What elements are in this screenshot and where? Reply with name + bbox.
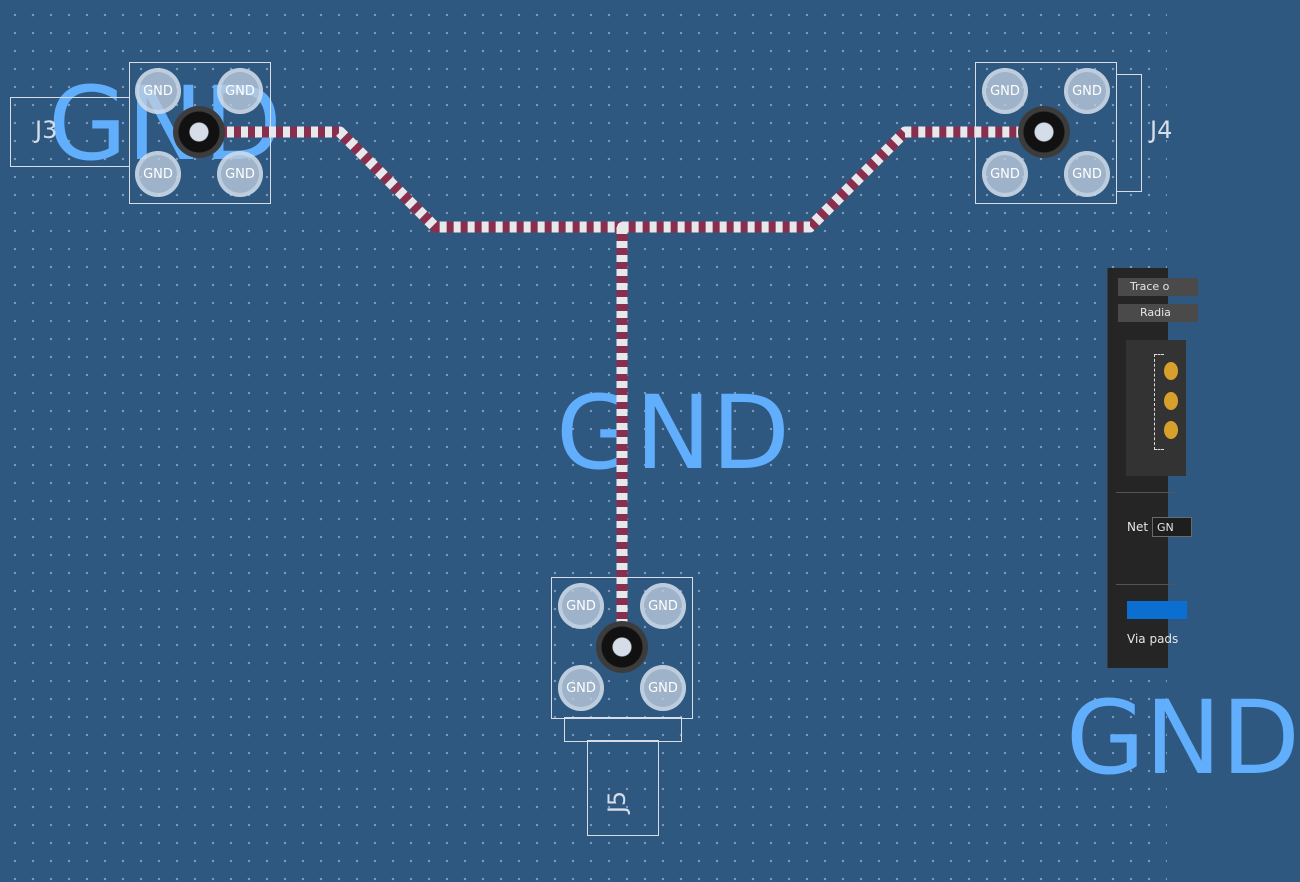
net-select[interactable]: GN [1152,517,1192,537]
trace-layer [199,126,1044,645]
via-j4[interactable] [1018,106,1070,158]
trace-main-base[interactable] [199,126,1044,233]
trace-button[interactable]: Trace o [1118,278,1198,296]
progress-bar [1127,601,1187,619]
panel-separator-2 [1116,584,1176,585]
preview-bracket [1154,354,1164,450]
j5-body-outline-upper [564,717,682,742]
j3-pad-gnd-1[interactable]: GND [135,68,181,114]
footprint-preview [1126,340,1186,476]
j3-reference: J3 [35,116,58,144]
j4-pad-gnd-1[interactable]: GND [982,68,1028,114]
net-text-gnd-center: GND [556,374,790,493]
j4-pad-gnd-2[interactable]: GND [1064,68,1110,114]
j5-pad-gnd-1[interactable]: GND [558,583,604,629]
panel-separator-1 [1116,492,1176,493]
radial-button[interactable]: Radia [1118,304,1198,322]
net-label: Net [1127,520,1149,534]
j5-pad-gnd-2[interactable]: GND [640,583,686,629]
trace-junction[interactable] [617,222,627,232]
j4-pad-gnd-4[interactable]: GND [1064,151,1110,197]
via-j5[interactable] [596,621,648,673]
via-j3[interactable] [173,106,225,158]
j5-body-outline-lower [587,740,659,836]
j5-pad-gnd-4[interactable]: GND [640,665,686,711]
net-text-gnd-bottomright: GND [1066,679,1300,798]
trace-main-stripes [199,126,1044,233]
via-pads-label: Via pads [1127,632,1179,646]
properties-panel: Trace o Radia Net GN Via pads [1107,268,1198,668]
j3-pad-gnd-2[interactable]: GND [217,68,263,114]
preview-pad-1 [1164,362,1178,380]
j3-pad-gnd-3[interactable]: GND [135,151,181,197]
preview-pad-3 [1164,421,1178,439]
j5-pad-gnd-3[interactable]: GND [558,665,604,711]
j3-pad-gnd-4[interactable]: GND [217,151,263,197]
j4-reference: J4 [1150,116,1173,144]
j4-pad-gnd-3[interactable]: GND [982,151,1028,197]
preview-pad-2 [1164,392,1178,410]
